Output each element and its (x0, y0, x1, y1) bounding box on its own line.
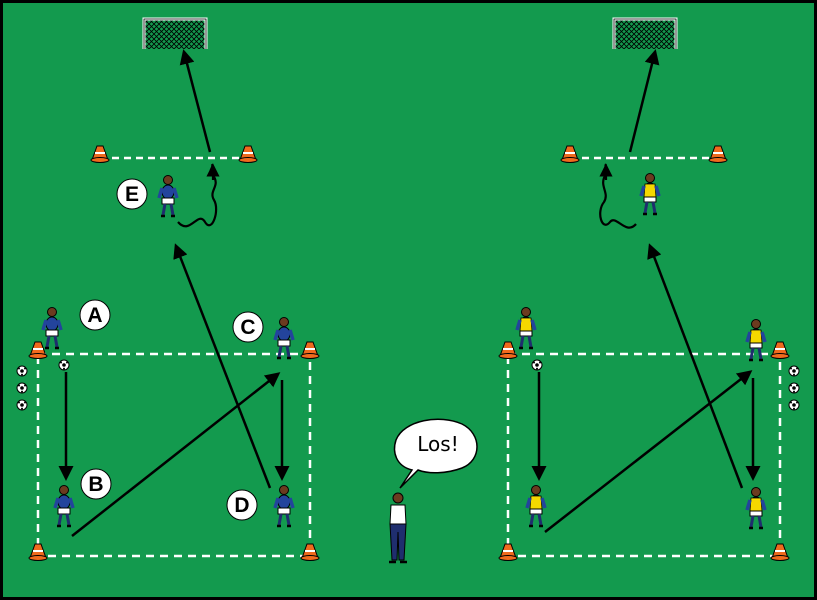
ball-icon (788, 382, 800, 394)
pass-arrow-d-e (173, 243, 272, 489)
label-d: D (226, 489, 258, 521)
ball-icon (16, 365, 28, 377)
shot-arrow-left (179, 49, 212, 153)
shot-arrow-right (628, 49, 660, 153)
pass-arrow-right-2 (544, 370, 753, 533)
svg-text:D: D (234, 494, 249, 517)
right-drill (498, 17, 800, 562)
svg-text:B: B (88, 473, 103, 496)
left-square (36, 352, 312, 558)
label-a: A (79, 299, 111, 331)
coach-speech-text: Los! (417, 432, 458, 456)
left-drill: A B C D E (16, 17, 320, 562)
coach-icon (389, 492, 407, 564)
left-goal-icon (142, 17, 208, 51)
label-e: E (116, 178, 148, 210)
right-square (506, 352, 782, 558)
pass-arrow-b-c (71, 372, 281, 537)
ball-icon (531, 359, 543, 371)
svg-text:E: E (125, 183, 139, 206)
ball-icon (58, 359, 70, 371)
ball-icon (788, 365, 800, 377)
right-goal-icon (612, 17, 678, 51)
ball-icon (16, 382, 28, 394)
pitch-grass (3, 3, 814, 597)
ball-icon (788, 399, 800, 411)
label-c: C (232, 311, 264, 343)
ball-icon (16, 399, 28, 411)
svg-text:C: C (240, 316, 255, 339)
label-b: B (80, 468, 112, 500)
coach-speech-bubble: Los! (393, 418, 478, 489)
svg-text:A: A (87, 304, 102, 327)
pass-arrow-right-4 (647, 243, 744, 489)
